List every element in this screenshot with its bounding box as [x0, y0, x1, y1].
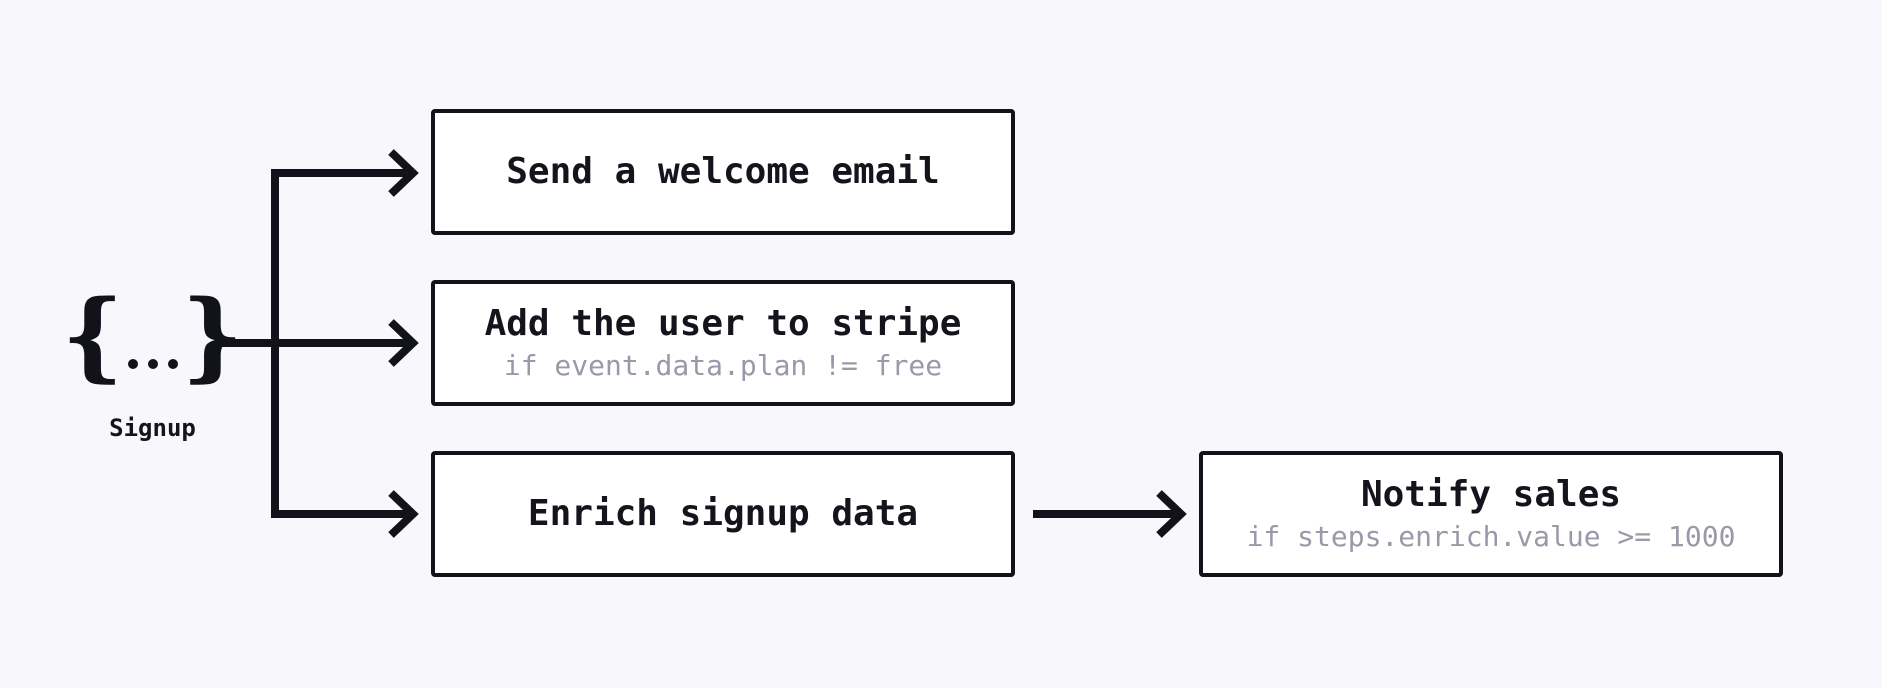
- trigger-label: Signup: [109, 414, 196, 442]
- step-condition: if event.data.plan != free: [503, 349, 943, 383]
- step-condition: if steps.enrich.value >= 1000: [1246, 520, 1736, 554]
- arrow-trigger-to-enrich-signup: [271, 343, 407, 518]
- step-title: Send a welcome email: [506, 151, 940, 193]
- step-title: Add the user to stripe: [484, 303, 962, 344]
- step-node-welcome-email: Send a welcome email: [431, 109, 1015, 235]
- step-node-notify-sales: Notify sales if steps.enrich.value >= 10…: [1199, 451, 1783, 577]
- brace-open: {: [61, 279, 124, 392]
- step-title: Notify sales: [1360, 474, 1622, 515]
- arrow-trigger-to-welcome-email: [271, 169, 407, 343]
- event-braces-icon: { }: [62, 286, 243, 386]
- step-title: Enrich signup data: [527, 493, 919, 535]
- event-dots-icon: [127, 359, 178, 369]
- arrowhead-enrich-signup: [388, 490, 419, 538]
- step-node-add-user-stripe: Add the user to stripe if event.data.pla…: [431, 280, 1015, 406]
- brace-close: }: [181, 279, 244, 392]
- arrowhead-welcome-email: [388, 149, 419, 197]
- arrowhead-notify-sales: [1156, 490, 1187, 538]
- step-node-enrich-signup: Enrich signup data: [431, 451, 1015, 577]
- trigger-event: { } Signup: [62, 286, 243, 443]
- arrowhead-add-user-stripe: [388, 319, 419, 367]
